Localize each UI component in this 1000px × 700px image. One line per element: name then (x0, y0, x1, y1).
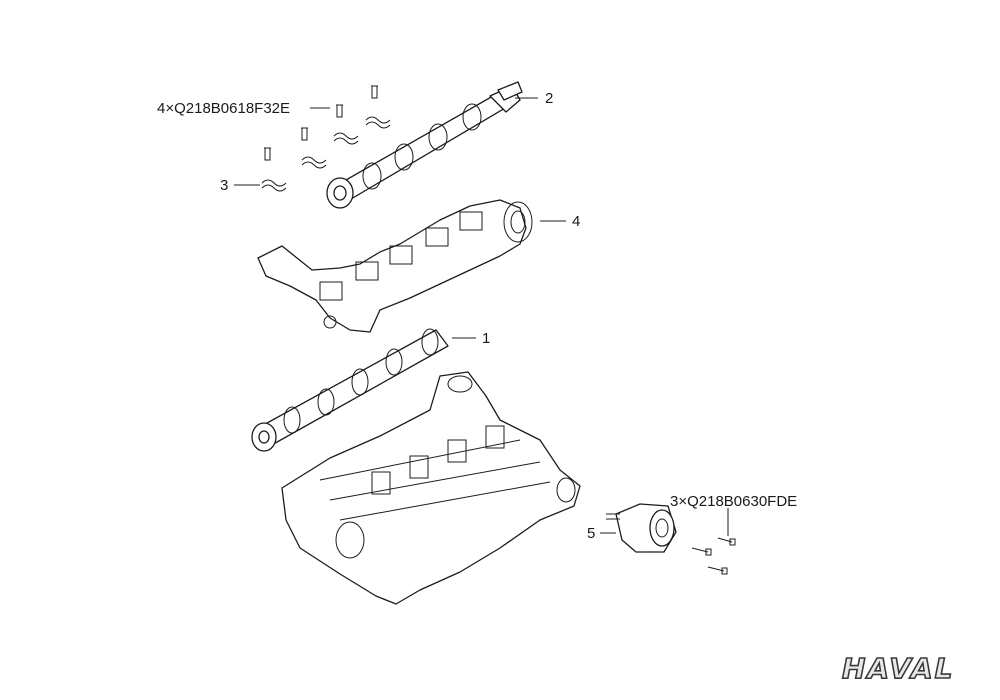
bolts-right (691, 537, 736, 575)
vacuum-pump (606, 503, 677, 553)
callout-2: 2 (545, 90, 553, 107)
fastener-label-top: 4×Q218B0618F32E (157, 100, 290, 117)
exhaust-camshaft (326, 81, 523, 209)
valve-springs (261, 116, 391, 192)
cylinder-head (281, 371, 581, 605)
leader-lines (234, 97, 729, 536)
callout-4: 4 (572, 213, 580, 230)
bolts-top (264, 85, 378, 161)
callout-1: 1 (482, 330, 490, 347)
callout-3: 3 (220, 177, 228, 194)
intake-camshaft (251, 328, 449, 452)
fastener-label-right: 3×Q218B0630FDE (670, 493, 797, 510)
camshaft-carrier (257, 199, 533, 333)
haval-logo: HAVAL (842, 652, 954, 685)
callout-5: 5 (587, 525, 595, 542)
